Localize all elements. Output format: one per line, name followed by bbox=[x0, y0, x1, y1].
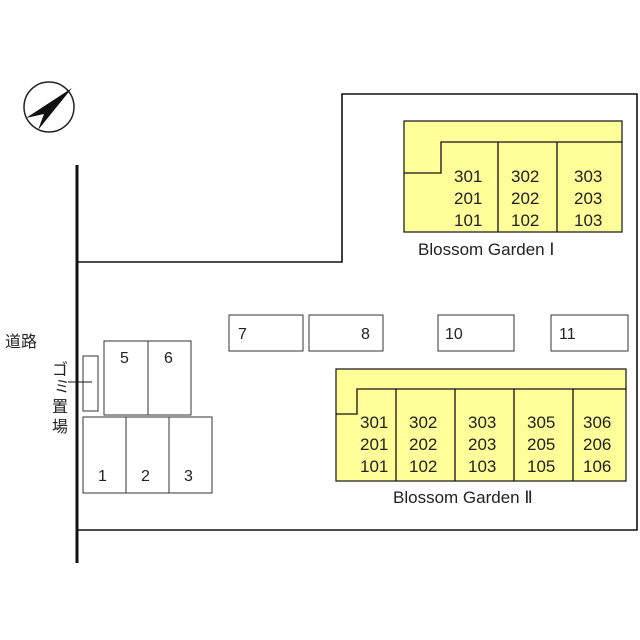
parking-number-7: 7 bbox=[238, 326, 247, 343]
b2-unit: 303 bbox=[468, 413, 496, 432]
parking-number-1: 1 bbox=[98, 468, 107, 485]
b2-unit: 103 bbox=[468, 457, 496, 476]
parking-space-6 bbox=[147, 340, 192, 416]
parking-space-5 bbox=[103, 340, 149, 416]
parking-space-8 bbox=[308, 314, 384, 352]
parking-space-7 bbox=[228, 314, 304, 352]
building-1: 301 201 101 302 202 102 303 203 103 Blos… bbox=[403, 120, 623, 259]
garbage-label: ゴミ置場 bbox=[52, 360, 70, 436]
parking-number-8: 8 bbox=[361, 326, 370, 343]
parking-space-11 bbox=[550, 314, 629, 352]
b1-unit: 102 bbox=[511, 211, 539, 230]
site-boundary bbox=[75, 93, 638, 563]
parking-top: 7 8 10 11 bbox=[228, 314, 629, 352]
b2-unit: 202 bbox=[409, 435, 437, 454]
parking-space-2 bbox=[125, 416, 170, 494]
b2-unit: 201 bbox=[360, 435, 388, 454]
north-arrow-icon bbox=[23, 81, 75, 133]
b1-unit: 203 bbox=[574, 189, 602, 208]
parking-number-6: 6 bbox=[164, 350, 173, 367]
parking-space-10 bbox=[437, 314, 515, 352]
b1-unit: 202 bbox=[511, 189, 539, 208]
parking-number-10: 10 bbox=[445, 326, 463, 343]
parking-left: 5 6 1 2 3 bbox=[82, 340, 213, 494]
parking-space-1 bbox=[82, 416, 127, 494]
b1-unit: 103 bbox=[574, 211, 602, 230]
b1-unit: 201 bbox=[454, 189, 482, 208]
b2-unit: 206 bbox=[583, 435, 611, 454]
building-2-name: Blossom Garden Ⅱ bbox=[393, 488, 533, 507]
b1-unit: 302 bbox=[511, 167, 539, 186]
b1-unit: 301 bbox=[454, 167, 482, 186]
b2-unit: 106 bbox=[583, 457, 611, 476]
b2-unit: 306 bbox=[583, 413, 611, 432]
b2-unit: 205 bbox=[527, 435, 555, 454]
parking-number-5: 5 bbox=[120, 350, 129, 367]
parking-number-2: 2 bbox=[141, 468, 150, 485]
b2-unit: 305 bbox=[527, 413, 555, 432]
b1-unit: 303 bbox=[574, 167, 602, 186]
parking-number-11: 11 bbox=[559, 326, 576, 343]
b2-unit: 102 bbox=[409, 457, 437, 476]
b1-unit: 101 bbox=[454, 211, 482, 230]
building-1-name: Blossom Garden Ⅰ bbox=[418, 240, 554, 259]
garbage-area: ゴミ置場 bbox=[52, 355, 99, 436]
b2-unit: 301 bbox=[360, 413, 388, 432]
b2-unit: 203 bbox=[468, 435, 496, 454]
parking-number-3: 3 bbox=[184, 468, 193, 485]
road-label: 道路 bbox=[5, 332, 37, 351]
parking-space-3 bbox=[168, 416, 213, 494]
b2-unit: 105 bbox=[527, 457, 555, 476]
building-2: 301 201 101 302 202 102 303 203 103 305 … bbox=[335, 368, 627, 507]
b2-unit: 302 bbox=[409, 413, 437, 432]
b2-unit: 101 bbox=[360, 457, 388, 476]
